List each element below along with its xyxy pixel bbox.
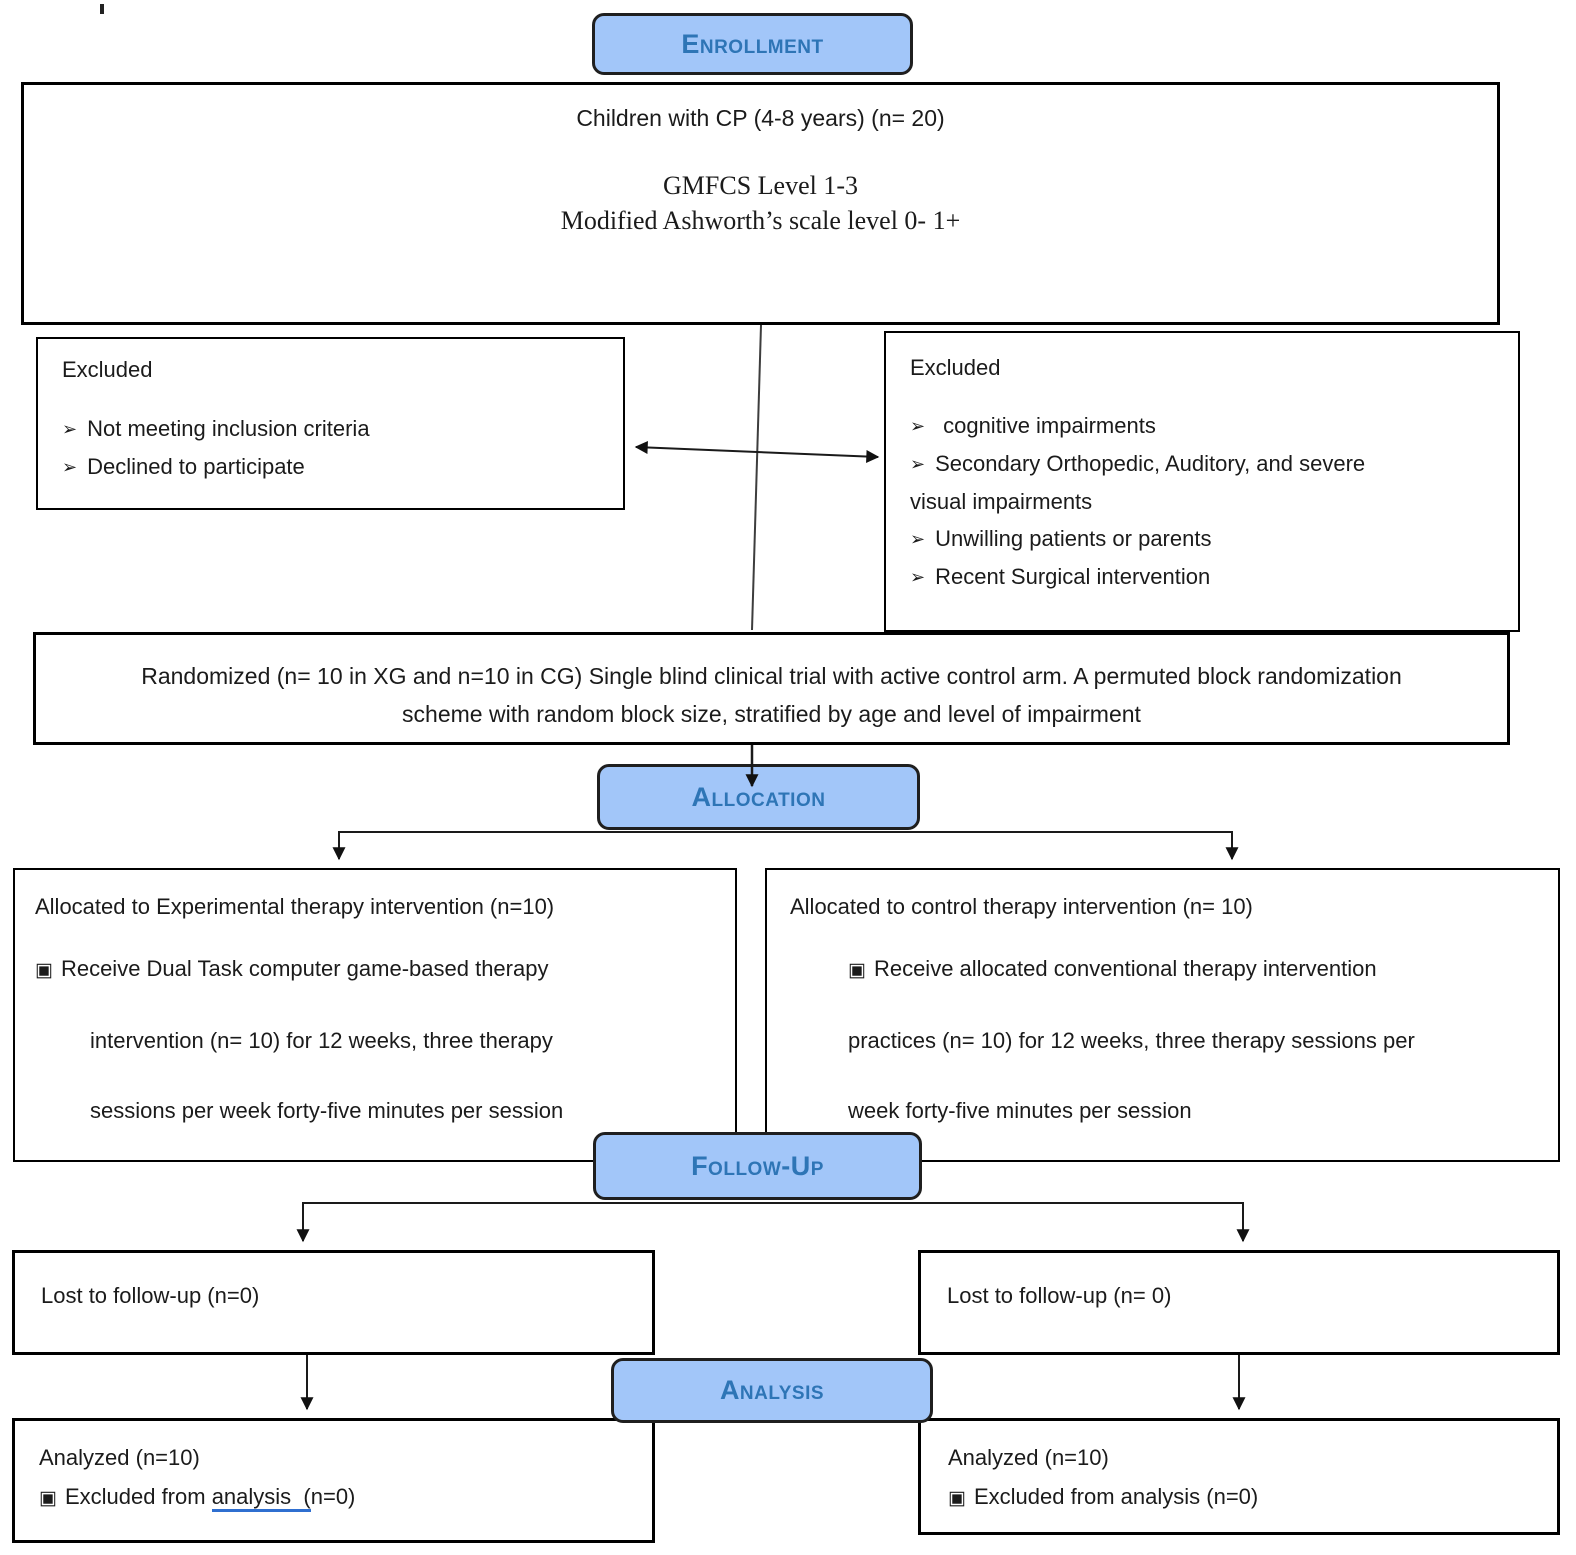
excluded-left-title: Excluded (62, 357, 153, 382)
excluded-left-item: ➢ Declined to participate (62, 454, 623, 481)
excluded-right-item-text: Recent Surgical intervention (935, 564, 1211, 589)
allocation-experimental-bullet-text: Receive Dual Task computer game-based th… (60, 956, 549, 981)
lost-followup-experimental-text: Lost to follow-up (n=0) (41, 1283, 260, 1308)
arrow-bullet-icon: ➢ (62, 419, 78, 439)
stage-label-analysis: Analysis (611, 1358, 933, 1423)
allocation-control-bullet-text: Receive allocated conventional therapy i… (873, 956, 1377, 981)
lost-followup-control-text: Lost to follow-up (n= 0) (947, 1283, 1172, 1308)
allocation-control-line: practices (n= 10) for 12 weeks, three th… (848, 1028, 1415, 1053)
lost-followup-experimental-box: Lost to follow-up (n=0) (12, 1250, 655, 1355)
analyzed-experimental-excluded-pre: Excluded from (64, 1484, 212, 1509)
population-line: Children with CP (4-8 years) (n= 20) (576, 105, 945, 131)
analyzed-experimental-title: Analyzed (n=10) (39, 1445, 200, 1470)
excluded-left-item: ➢ Not meeting inclusion criteria (62, 416, 623, 443)
arrow-bullet-icon: ➢ (62, 457, 78, 477)
excluded-right-box: Excluded ➢ cognitive impairments ➢ Seconda… (884, 331, 1520, 632)
box-bullet-icon: ▣ (35, 960, 53, 981)
excluded-right-item: ➢ Secondary Orthopedic, Auditory, and sev… (910, 451, 1518, 478)
allocation-control-line: week forty-five minutes per session (848, 1098, 1192, 1123)
allocation-experimental-line: intervention (n= 10) for 12 weeks, three… (90, 1028, 553, 1053)
excluded-left-item-text: Declined to participate (87, 454, 305, 479)
arrow-bullet-icon: ➢ (910, 416, 926, 436)
stage-label-allocation: Allocation (597, 764, 920, 830)
analyzed-control-excluded-line: ▣ Excluded from analysis (n=0) (948, 1484, 1557, 1512)
excluded-left-item-text: Not meeting inclusion criteria (87, 416, 370, 441)
connector-excluded-double-arrow (634, 440, 880, 464)
excluded-right-item-continuation: visual impairments (910, 489, 1093, 514)
excluded-right-item: ➢ cognitive impairments (910, 413, 1518, 440)
enrollment-population-box: Children with CP (4-8 years) (n= 20) GMF… (21, 82, 1500, 325)
analyzed-experimental-box: Analyzed (n=10) ▣ Excluded from analysis … (12, 1418, 655, 1543)
allocation-experimental-box: Allocated to Experimental therapy interv… (13, 868, 737, 1162)
excluded-right-item-text: cognitive impairments (943, 413, 1156, 438)
analyzed-experimental-excluded-line: ▣ Excluded from analysis (n=0) (39, 1484, 652, 1512)
stage-label-follow-up: Follow-Up (593, 1132, 922, 1200)
analyzed-control-excluded-text: Excluded from analysis (n=0) (973, 1484, 1259, 1509)
allocation-experimental-line: sessions per week forty-five minutes per… (90, 1098, 564, 1123)
excluded-right-item: ➢ Recent Surgical intervention (910, 564, 1518, 591)
excluded-right-item: ➢ Unwilling patients or parents (910, 526, 1518, 553)
allocation-control-title: Allocated to control therapy interventio… (790, 894, 1253, 919)
arrow-bullet-icon: ➢ (910, 454, 926, 474)
excluded-right-title: Excluded (910, 355, 1001, 380)
allocation-experimental-bullet-line: ▣ Receive Dual Task computer game-based t… (35, 956, 735, 984)
arrow-bullet-icon: ➢ (910, 529, 926, 549)
gmfcs-line: GMFCS Level 1-3 (663, 171, 858, 200)
excluded-right-item-text: Unwilling patients or parents (935, 526, 1212, 551)
allocation-experimental-title: Allocated to Experimental therapy interv… (35, 894, 555, 919)
box-bullet-icon: ▣ (848, 960, 866, 981)
analyzed-control-title: Analyzed (n=10) (948, 1445, 1109, 1470)
analyzed-experimental-underlined-text: analysis ( (211, 1484, 311, 1512)
stage-label-enrollment: Enrollment (592, 13, 913, 75)
analyzed-control-box: Analyzed (n=10) ▣ Excluded from analysis … (918, 1418, 1560, 1535)
box-bullet-icon: ▣ (39, 1488, 57, 1509)
analyzed-experimental-excluded-post: n=0) (310, 1484, 356, 1509)
randomized-box: Randomized (n= 10 in XG and n=10 in CG) … (33, 632, 1510, 745)
allocation-control-box: Allocated to control therapy interventio… (765, 868, 1560, 1162)
excluded-left-box: Excluded ➢ Not meeting inclusion criteria… (36, 337, 625, 510)
connector-enrollment-to-randomized (751, 324, 762, 631)
excluded-right-item-text: Secondary Orthopedic, Auditory, and seve… (935, 451, 1366, 476)
randomized-line: Randomized (n= 10 in XG and n=10 in CG) … (141, 663, 1402, 689)
arrow-bullet-icon: ➢ (910, 567, 926, 587)
box-bullet-icon: ▣ (948, 1488, 966, 1509)
ashworth-line: Modified Ashworth’s scale level 0- 1+ (560, 206, 961, 235)
stray-mark (100, 4, 104, 14)
allocation-control-bullet-line: ▣ Receive allocated conventional therapy … (848, 956, 1558, 984)
randomized-line: scheme with random block size, stratifie… (402, 701, 1141, 727)
lost-followup-control-box: Lost to follow-up (n= 0) (918, 1250, 1560, 1355)
